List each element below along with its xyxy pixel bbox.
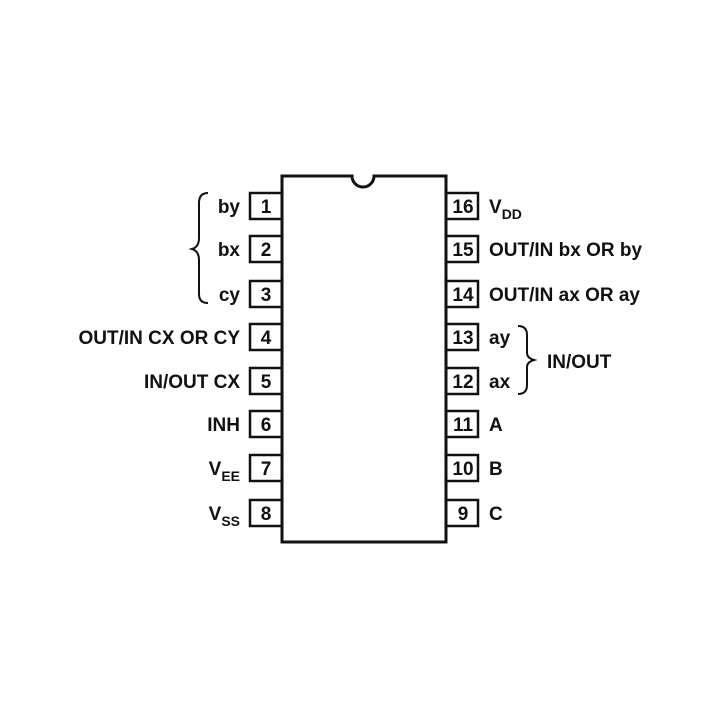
pin-number: 9 — [458, 504, 469, 525]
pin-box — [444, 366, 480, 396]
left-brace — [188, 192, 209, 304]
pin-label: OUT/IN CX OR CY — [78, 328, 240, 349]
pin-label: ax — [489, 372, 511, 393]
pin-label: C — [489, 504, 503, 525]
pin-10: 10 B — [444, 453, 503, 483]
pin-label: OUT/IN bx OR by — [489, 240, 643, 261]
pin-box — [248, 409, 284, 439]
right-brace — [517, 325, 538, 395]
pin-box — [444, 322, 480, 352]
pin-label: IN/OUT CX — [144, 372, 240, 393]
pin-label: VDD — [489, 197, 522, 222]
pin-13: 13 ay — [444, 322, 511, 352]
pin-number: 4 — [261, 328, 272, 349]
pin-box — [444, 234, 480, 264]
pin-box — [248, 366, 284, 396]
pin-number: 1 — [261, 197, 272, 218]
pin-box — [444, 498, 480, 528]
pin-label: by — [218, 197, 241, 218]
pin-box — [248, 322, 284, 352]
pin-number: 2 — [261, 240, 272, 261]
pin-1: 1 by — [218, 191, 284, 221]
pin-box — [248, 279, 284, 309]
pin-label: bx — [218, 240, 241, 261]
pin-5: 5 IN/OUT CX — [144, 366, 284, 396]
pin-box — [444, 409, 480, 439]
pin-label: VEE — [209, 459, 240, 484]
pin-label: OUT/IN ax OR ay — [489, 285, 640, 306]
pin-6: 6 INH — [207, 409, 284, 439]
pin-7: 7 VEE — [209, 453, 284, 484]
pin-15: 15 OUT/IN bx OR by — [444, 234, 643, 264]
pin-box — [444, 191, 480, 221]
pin-box — [248, 498, 284, 528]
pin-number: 10 — [452, 459, 473, 480]
pin-14: 14 OUT/IN ax OR ay — [444, 279, 640, 309]
pin-4: 4 OUT/IN CX OR CY — [78, 322, 284, 352]
pin-number: 11 — [453, 415, 474, 436]
pin-box — [444, 453, 480, 483]
pin-3: 3 cy — [219, 279, 284, 309]
pin-label: INH — [207, 415, 240, 436]
pin-number: 16 — [452, 197, 473, 218]
pin-label: ay — [489, 328, 511, 349]
pin-2: 2 bx — [218, 234, 284, 264]
pin-number: 8 — [261, 504, 272, 525]
pin-number: 13 — [452, 328, 473, 349]
pin-12: 12 ax — [444, 366, 511, 396]
pin-number: 3 — [261, 285, 272, 306]
pin-8: 8 VSS — [209, 498, 284, 529]
pin-number: 5 — [261, 372, 272, 393]
pin-label: A — [489, 415, 503, 436]
pin-16: 16 VDD — [444, 191, 522, 222]
pin-11: 11 A — [444, 409, 503, 439]
pin-number: 7 — [261, 459, 272, 480]
pin-number: 12 — [452, 372, 473, 393]
pin-number: 14 — [452, 285, 474, 306]
pin-box — [248, 234, 284, 264]
chip-body — [280, 174, 448, 544]
pin-label: B — [489, 459, 503, 480]
pin-box — [248, 191, 284, 221]
pin-label: cy — [219, 285, 241, 306]
pin-number: 6 — [261, 415, 272, 436]
in-out-group-label: IN/OUT — [547, 352, 612, 373]
pin-box — [248, 453, 284, 483]
pin-label: VSS — [209, 504, 240, 529]
pin-box — [444, 279, 480, 309]
pin-number: 15 — [452, 240, 474, 261]
